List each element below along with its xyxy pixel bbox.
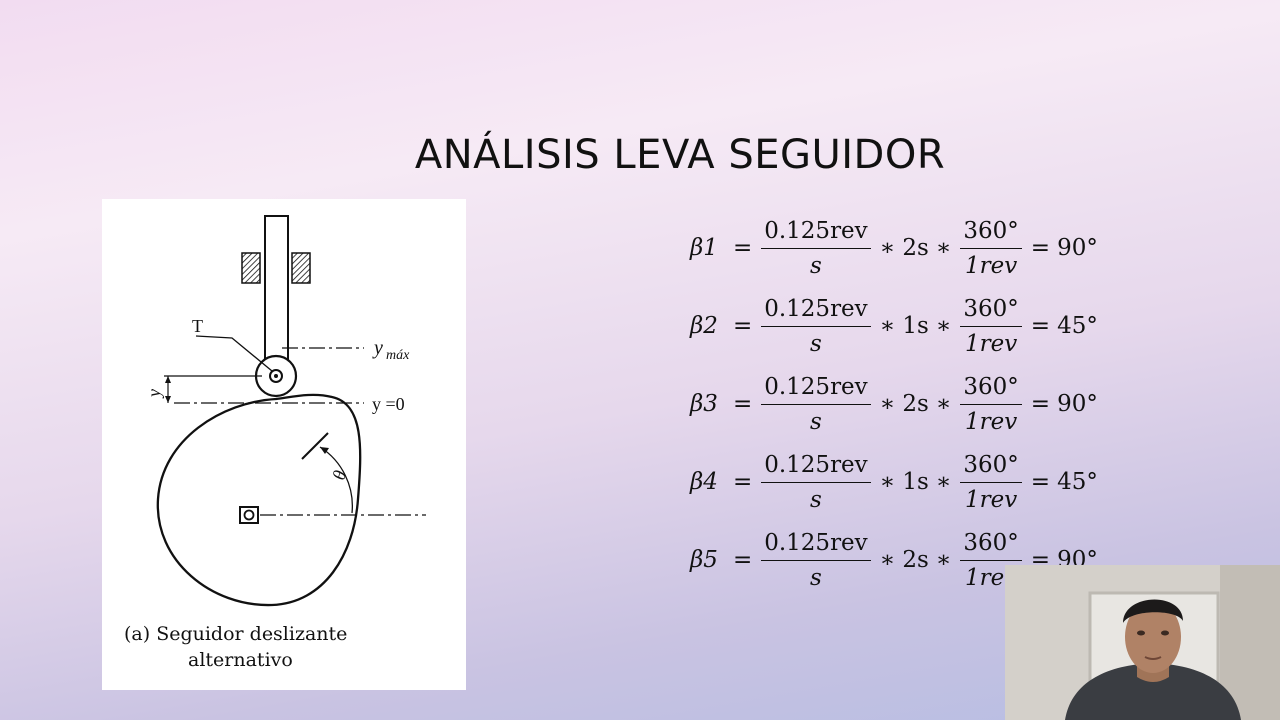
rate-denominator: s <box>810 486 822 513</box>
conversion-numerator: 360° <box>960 372 1022 405</box>
presenter-video <box>1005 565 1280 720</box>
cam-diagram-svg: T y máx y =0 y θ <box>144 215 426 607</box>
equals-sign: = <box>1030 469 1051 495</box>
label-ymax: y <box>372 337 383 359</box>
multiply-sign: ∗ <box>879 469 896 495</box>
multiply-sign: ∗ <box>935 547 952 573</box>
equation-result: 90° <box>1057 391 1098 417</box>
rate-fraction: 0.125rev s <box>761 450 871 515</box>
multiply-sign: ∗ <box>879 235 896 261</box>
equals-sign: = <box>1030 235 1051 261</box>
equation-time: 1s <box>902 469 929 495</box>
rate-denominator: s <box>810 330 822 357</box>
label-theta: θ <box>329 468 351 482</box>
theta-arc <box>319 446 353 514</box>
rate-numerator: 0.125rev <box>761 372 871 405</box>
multiply-sign: ∗ <box>879 313 896 339</box>
conversion-denominator: 1rev <box>964 330 1018 357</box>
rate-numerator: 0.125rev <box>761 294 871 327</box>
label-t: T <box>192 316 203 336</box>
conversion-fraction: 360° 1rev <box>960 294 1022 359</box>
theta-reference-line <box>301 432 329 460</box>
rate-numerator: 0.125rev <box>761 216 871 249</box>
rate-denominator: s <box>810 564 822 591</box>
label-y0: y =0 <box>372 394 405 414</box>
conversion-denominator: 1rev <box>964 486 1018 513</box>
equation-lhs: β5 <box>690 547 718 573</box>
rate-numerator: 0.125rev <box>761 528 871 561</box>
rate-fraction: 0.125rev s <box>761 294 871 359</box>
rate-fraction: 0.125rev s <box>761 372 871 437</box>
guide-block-left <box>241 252 261 284</box>
equation-row: β2 = 0.125rev s ∗ 1s ∗ 360° 1rev = 45° <box>690 290 1098 362</box>
equation-lhs: β2 <box>690 313 718 339</box>
presenter-hair <box>1123 599 1183 623</box>
guide-block-right <box>291 252 311 284</box>
conversion-numerator: 360° <box>960 450 1022 483</box>
label-ymax-sub: máx <box>386 348 410 363</box>
webcam-overlay <box>1005 565 1280 720</box>
equation-lhs: β4 <box>690 469 718 495</box>
equation-time: 2s <box>902 391 929 417</box>
equals-sign: = <box>732 469 753 495</box>
slide-title: ANÁLISIS LEVA SEGUIDOR <box>414 132 946 178</box>
equation-time: 2s <box>902 547 929 573</box>
cam-profile <box>156 393 362 607</box>
equation-lhs: β3 <box>690 391 718 417</box>
conversion-denominator: 1rev <box>964 408 1018 435</box>
equation-result: 90° <box>1057 235 1098 261</box>
multiply-sign: ∗ <box>935 391 952 417</box>
equals-sign: = <box>1030 391 1051 417</box>
equals-sign: = <box>732 313 753 339</box>
equation-row: β3 = 0.125rev s ∗ 2s ∗ 360° 1rev = 90° <box>690 368 1098 440</box>
multiply-sign: ∗ <box>879 391 896 417</box>
caption-line-2: alternativo <box>188 649 293 671</box>
rate-fraction: 0.125rev s <box>761 528 871 593</box>
multiply-sign: ∗ <box>879 547 896 573</box>
equation-time: 1s <box>902 313 929 339</box>
t-leader-line <box>195 335 273 372</box>
equation-result: 45° <box>1057 469 1098 495</box>
label-y: y <box>144 389 164 399</box>
equation-row: β4 = 0.125rev s ∗ 1s ∗ 360° 1rev = 45° <box>690 446 1098 518</box>
equals-sign: = <box>732 391 753 417</box>
rate-fraction: 0.125rev s <box>761 216 871 281</box>
rate-numerator: 0.125rev <box>761 450 871 483</box>
multiply-sign: ∗ <box>935 469 952 495</box>
rate-denominator: s <box>810 408 822 435</box>
equation-result: 45° <box>1057 313 1098 339</box>
equation-row: β1 = 0.125rev s ∗ 2s ∗ 360° 1rev = 90° <box>690 212 1098 284</box>
presenter-hoodie <box>1065 663 1241 720</box>
rate-denominator: s <box>810 252 822 279</box>
equals-sign: = <box>732 547 753 573</box>
conversion-fraction: 360° 1rev <box>960 372 1022 437</box>
caption-line-1: (a) Seguidor deslizante <box>124 623 348 645</box>
multiply-sign: ∗ <box>935 313 952 339</box>
conversion-denominator: 1rev <box>964 252 1018 279</box>
equals-sign: = <box>732 235 753 261</box>
multiply-sign: ∗ <box>935 235 952 261</box>
equation-time: 2s <box>902 235 929 261</box>
cam-follower-diagram: T y máx y =0 y θ (a) Seguidor deslizante… <box>102 199 466 690</box>
conversion-fraction: 360° 1rev <box>960 216 1022 281</box>
presenter-face <box>1125 601 1181 673</box>
equals-sign: = <box>1030 313 1051 339</box>
equation-lhs: β1 <box>690 235 718 261</box>
conversion-fraction: 360° 1rev <box>960 450 1022 515</box>
conversion-numerator: 360° <box>960 294 1022 327</box>
conversion-numerator: 360° <box>960 216 1022 249</box>
follower-stem <box>264 215 289 365</box>
conversion-numerator: 360° <box>960 528 1022 561</box>
